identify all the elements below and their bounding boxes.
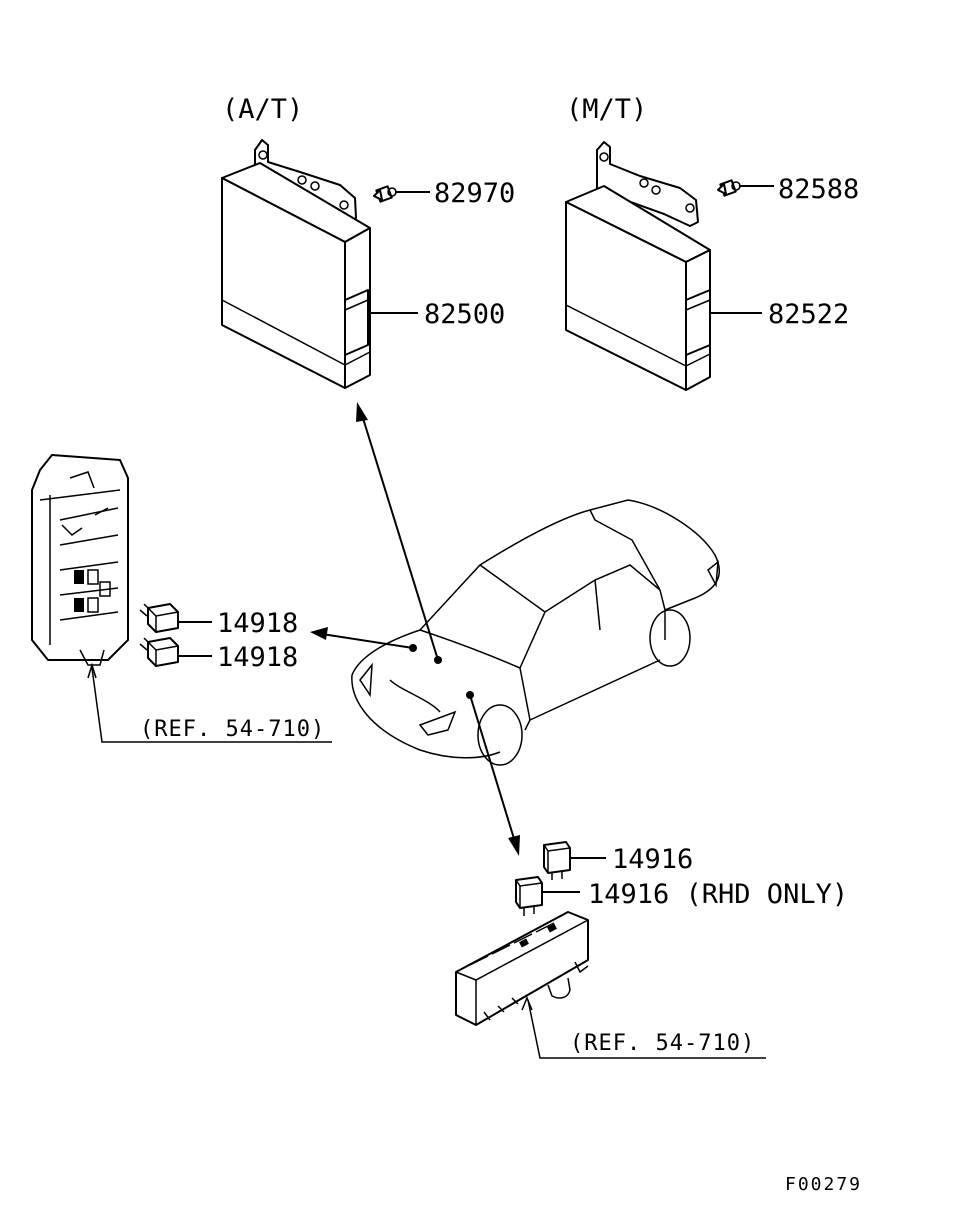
relay-14918-bottom[interactable] xyxy=(139,637,212,667)
label-82588: 82588 xyxy=(778,174,859,205)
ref-right-arrowhead xyxy=(521,996,533,1011)
ecu-at[interactable] xyxy=(221,139,371,389)
figure-code: F00279 xyxy=(785,1174,862,1195)
junction-block-left[interactable] xyxy=(31,454,129,666)
junction-block-lower[interactable] xyxy=(455,911,589,1026)
sedan-car-icon xyxy=(351,499,720,766)
label-ref-right: (REF. 54-710) xyxy=(570,1031,755,1056)
ecu-mt[interactable] xyxy=(565,141,711,391)
relay-14916-bottom[interactable] xyxy=(515,876,580,916)
label-14916-rhd: 14916 (RHD ONLY) xyxy=(588,879,848,910)
relay-14916-top[interactable] xyxy=(543,841,606,880)
pointer-arrows xyxy=(310,402,520,856)
label-ref-left: (REF. 54-710) xyxy=(140,717,325,742)
bolt-82588[interactable] xyxy=(717,179,774,197)
relay-14918-top[interactable] xyxy=(139,603,212,633)
leader-ref-right xyxy=(527,999,766,1059)
label-14918-bottom: 14918 xyxy=(217,642,298,673)
leader-ref-left xyxy=(91,667,332,743)
label-mt: (M/T) xyxy=(566,94,647,125)
label-14918-top: 14918 xyxy=(217,608,298,639)
label-at: (A/T) xyxy=(222,94,303,125)
label-14916-top: 14916 xyxy=(612,844,693,875)
label-82522: 82522 xyxy=(768,299,849,330)
ref-left-arrowhead xyxy=(87,662,97,679)
bolt-82970[interactable] xyxy=(373,185,430,203)
label-82500: 82500 xyxy=(424,299,505,330)
label-82970: 82970 xyxy=(434,178,515,209)
